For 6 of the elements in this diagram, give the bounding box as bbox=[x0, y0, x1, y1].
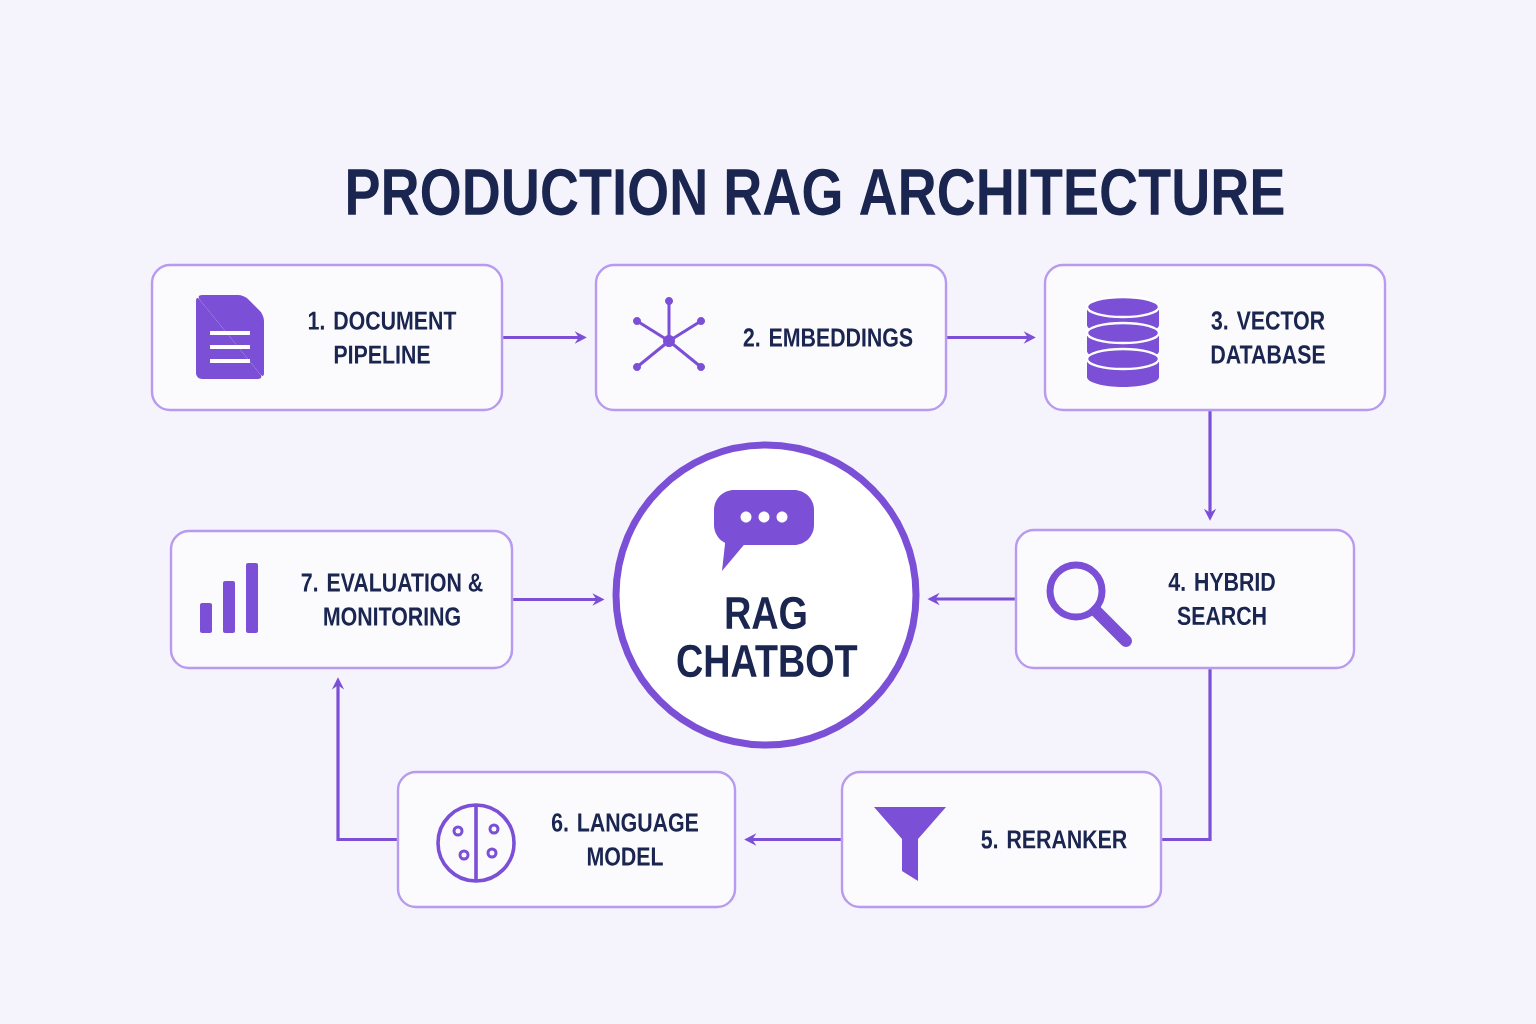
title: PRODUCTION RAG ARCHITECTURE bbox=[348, 168, 1284, 216]
step-box: 7. EVALUATION & MONITORING bbox=[169, 529, 514, 670]
step-box: 5. RERANKER bbox=[840, 770, 1163, 909]
step-box: 4. HYBRID SEARCH bbox=[1014, 528, 1356, 670]
step-box: 2. EMBEDDINGS bbox=[594, 263, 948, 412]
step-box: 6. LANGUAGE MODEL bbox=[396, 770, 737, 909]
